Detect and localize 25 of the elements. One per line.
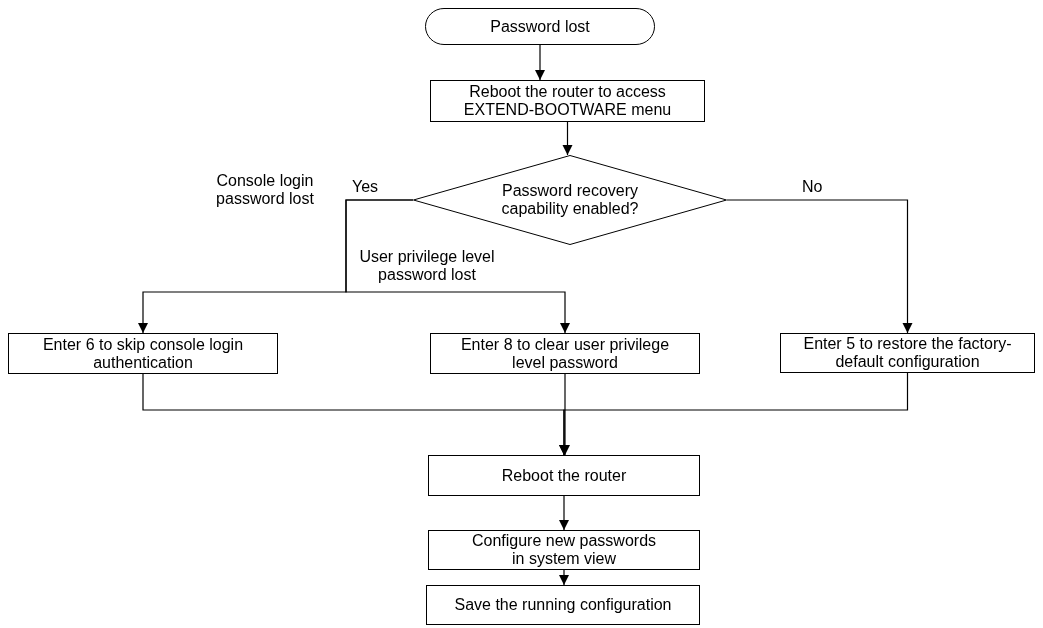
- process-box: [430, 80, 705, 122]
- arrow: [559, 569, 569, 586]
- node-text: Enter 5 to restore the factory-default configuration: [802, 335, 1013, 371]
- process-box: [426, 585, 700, 625]
- node-text: Reboot the router to access EXTEND-BOOTWARE menu: [462, 83, 673, 119]
- arrow: [726, 199, 913, 334]
- node-text: Save the running configuration: [453, 596, 673, 614]
- node-text: Enter 6 to skip console login authentication: [41, 335, 245, 372]
- process-box: [428, 455, 700, 496]
- node-text: Password recovery capability enabled?: [500, 182, 640, 218]
- terminal-shape: [425, 8, 655, 45]
- arrow: [562, 121, 573, 156]
- arrow: [559, 372, 909, 456]
- arrow: [559, 495, 569, 531]
- arrow: [345, 199, 570, 334]
- process-box: [428, 530, 700, 570]
- process-box: [430, 333, 700, 374]
- decision-diamond: [413, 155, 727, 245]
- node-text: Reboot the router: [500, 466, 628, 485]
- process-box: [8, 333, 278, 374]
- process-box: [780, 333, 1035, 373]
- node-text: Configure new passwords in system view: [470, 532, 658, 568]
- node-text: Enter 8 to clear user privilege level password: [459, 335, 671, 372]
- node-text: Password lost: [489, 17, 591, 36]
- arrow: [535, 44, 545, 81]
